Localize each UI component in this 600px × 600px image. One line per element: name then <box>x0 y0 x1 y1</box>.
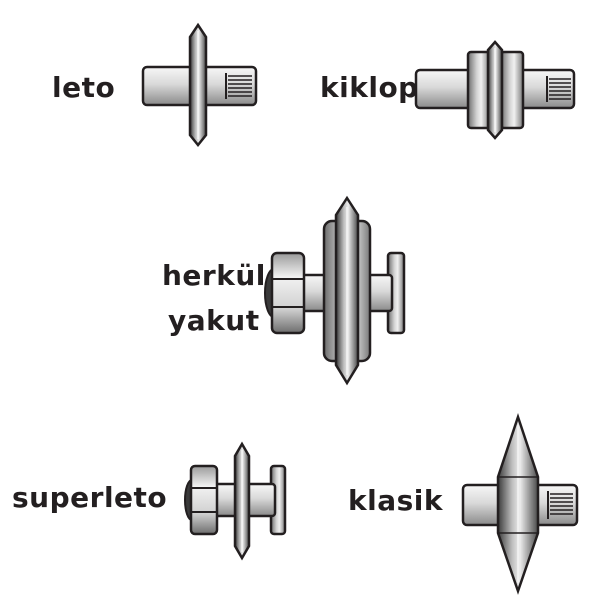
herkul-yakut-wheel-part <box>264 195 406 386</box>
label-leto: leto <box>52 71 116 104</box>
label-herkul: herkül <box>162 259 266 292</box>
label-yakut: yakut <box>168 304 260 337</box>
label-klasik: klasik <box>348 484 443 517</box>
label-superleto: superleto <box>12 481 168 514</box>
label-kiklop: kiklop <box>320 71 419 104</box>
superleto-wheel-part <box>184 441 287 561</box>
kiklop-wheel-part <box>414 40 576 140</box>
leto-wheel-part <box>141 22 258 148</box>
klasik-wheel-part <box>461 413 579 595</box>
